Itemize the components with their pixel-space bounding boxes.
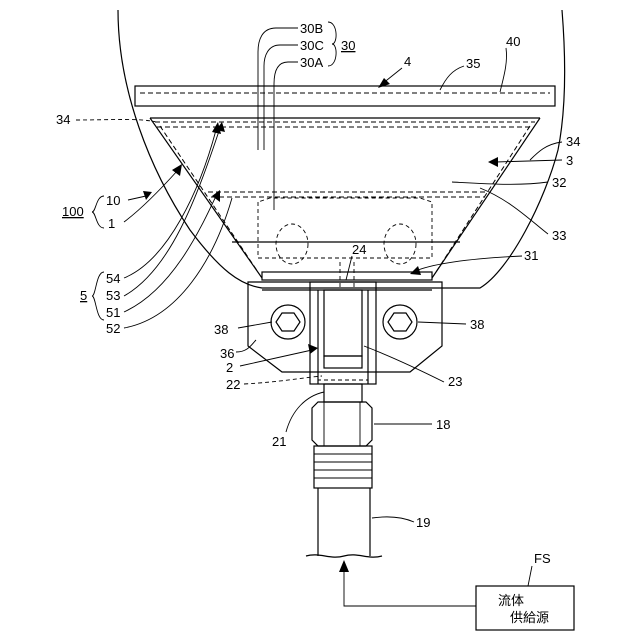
fitting-hex-nut (312, 402, 372, 446)
hopper-right-inner (436, 126, 530, 272)
lead-38-left (238, 322, 272, 328)
label-51: 51 (106, 305, 120, 320)
lead-51 (124, 196, 216, 312)
hopper-left-wall (150, 118, 262, 278)
bracket-5 (92, 272, 104, 320)
label-40: 40 (506, 34, 520, 49)
lead-34-left (76, 120, 156, 123)
lead-3 (496, 160, 562, 162)
label-100: 100 (62, 204, 84, 219)
lead-31 (418, 256, 522, 270)
nozzle-outlet (324, 356, 362, 368)
mounting-block (248, 282, 442, 372)
label-38-left: 38 (214, 322, 228, 337)
label-34-right: 34 (566, 134, 580, 149)
label-18: 18 (436, 417, 450, 432)
nozzle-hidden-tip (318, 372, 368, 380)
arrow-1 (172, 164, 182, 176)
lead-2 (240, 350, 312, 366)
label-22: 22 (226, 377, 240, 392)
label-1: 1 (108, 216, 115, 231)
hidden-chamber (258, 198, 432, 258)
lead-54 (124, 130, 216, 278)
label-30: 30 (341, 38, 355, 53)
label-5: 5 (80, 288, 87, 303)
bolt-left-head (276, 313, 300, 331)
fs-leader (528, 566, 532, 586)
label-35: 35 (466, 56, 480, 71)
arrow-31 (410, 266, 421, 275)
label-31: 31 (524, 248, 538, 263)
lead-24 (346, 256, 352, 280)
label-30C: 30C (300, 38, 324, 53)
label-30B: 30B (300, 21, 323, 36)
supply-line (344, 566, 476, 606)
label-10: 10 (106, 193, 120, 208)
fluid-source-text-line1: 流体 (498, 593, 524, 608)
label-52: 52 (106, 321, 120, 336)
label-34-left: 34 (56, 112, 70, 127)
label-54: 54 (106, 271, 120, 286)
lead-53 (124, 128, 220, 296)
label-21: 21 (272, 434, 286, 449)
label-23: 23 (448, 374, 462, 389)
label-38-right: 38 (470, 317, 484, 332)
arrow-3 (488, 157, 498, 167)
hopper-left-inner (160, 126, 258, 272)
lead-52 (124, 198, 232, 328)
label-2: 2 (226, 360, 233, 375)
bracket-30 (328, 22, 336, 66)
label-4: 4 (404, 54, 411, 69)
label-33: 33 (552, 228, 566, 243)
lead-30A (274, 62, 298, 210)
label-19: 19 (416, 515, 430, 530)
fluid-source-text-line2: 供給源 (510, 610, 549, 625)
lead-33 (480, 188, 548, 234)
bracket-100 (92, 196, 104, 228)
lead-10 (128, 196, 146, 200)
label-FS: FS (534, 551, 551, 566)
lead-19 (372, 517, 414, 522)
nozzle-bore (324, 290, 362, 356)
nozzle-body (310, 282, 376, 384)
label-36: 36 (220, 346, 234, 361)
lead-30C (264, 45, 298, 150)
top-plate (135, 86, 555, 106)
lead-32 (452, 182, 548, 184)
lead-21 (286, 392, 324, 432)
label-24: 24 (352, 242, 366, 257)
fitting-neck (324, 384, 362, 402)
bolt-right-head (388, 313, 412, 331)
label-53: 53 (106, 288, 120, 303)
label-30A: 30A (300, 55, 323, 70)
supply-arrowhead (339, 560, 349, 572)
fitting-threads (314, 446, 372, 488)
label-32: 32 (552, 175, 566, 190)
label-3: 3 (566, 153, 573, 168)
